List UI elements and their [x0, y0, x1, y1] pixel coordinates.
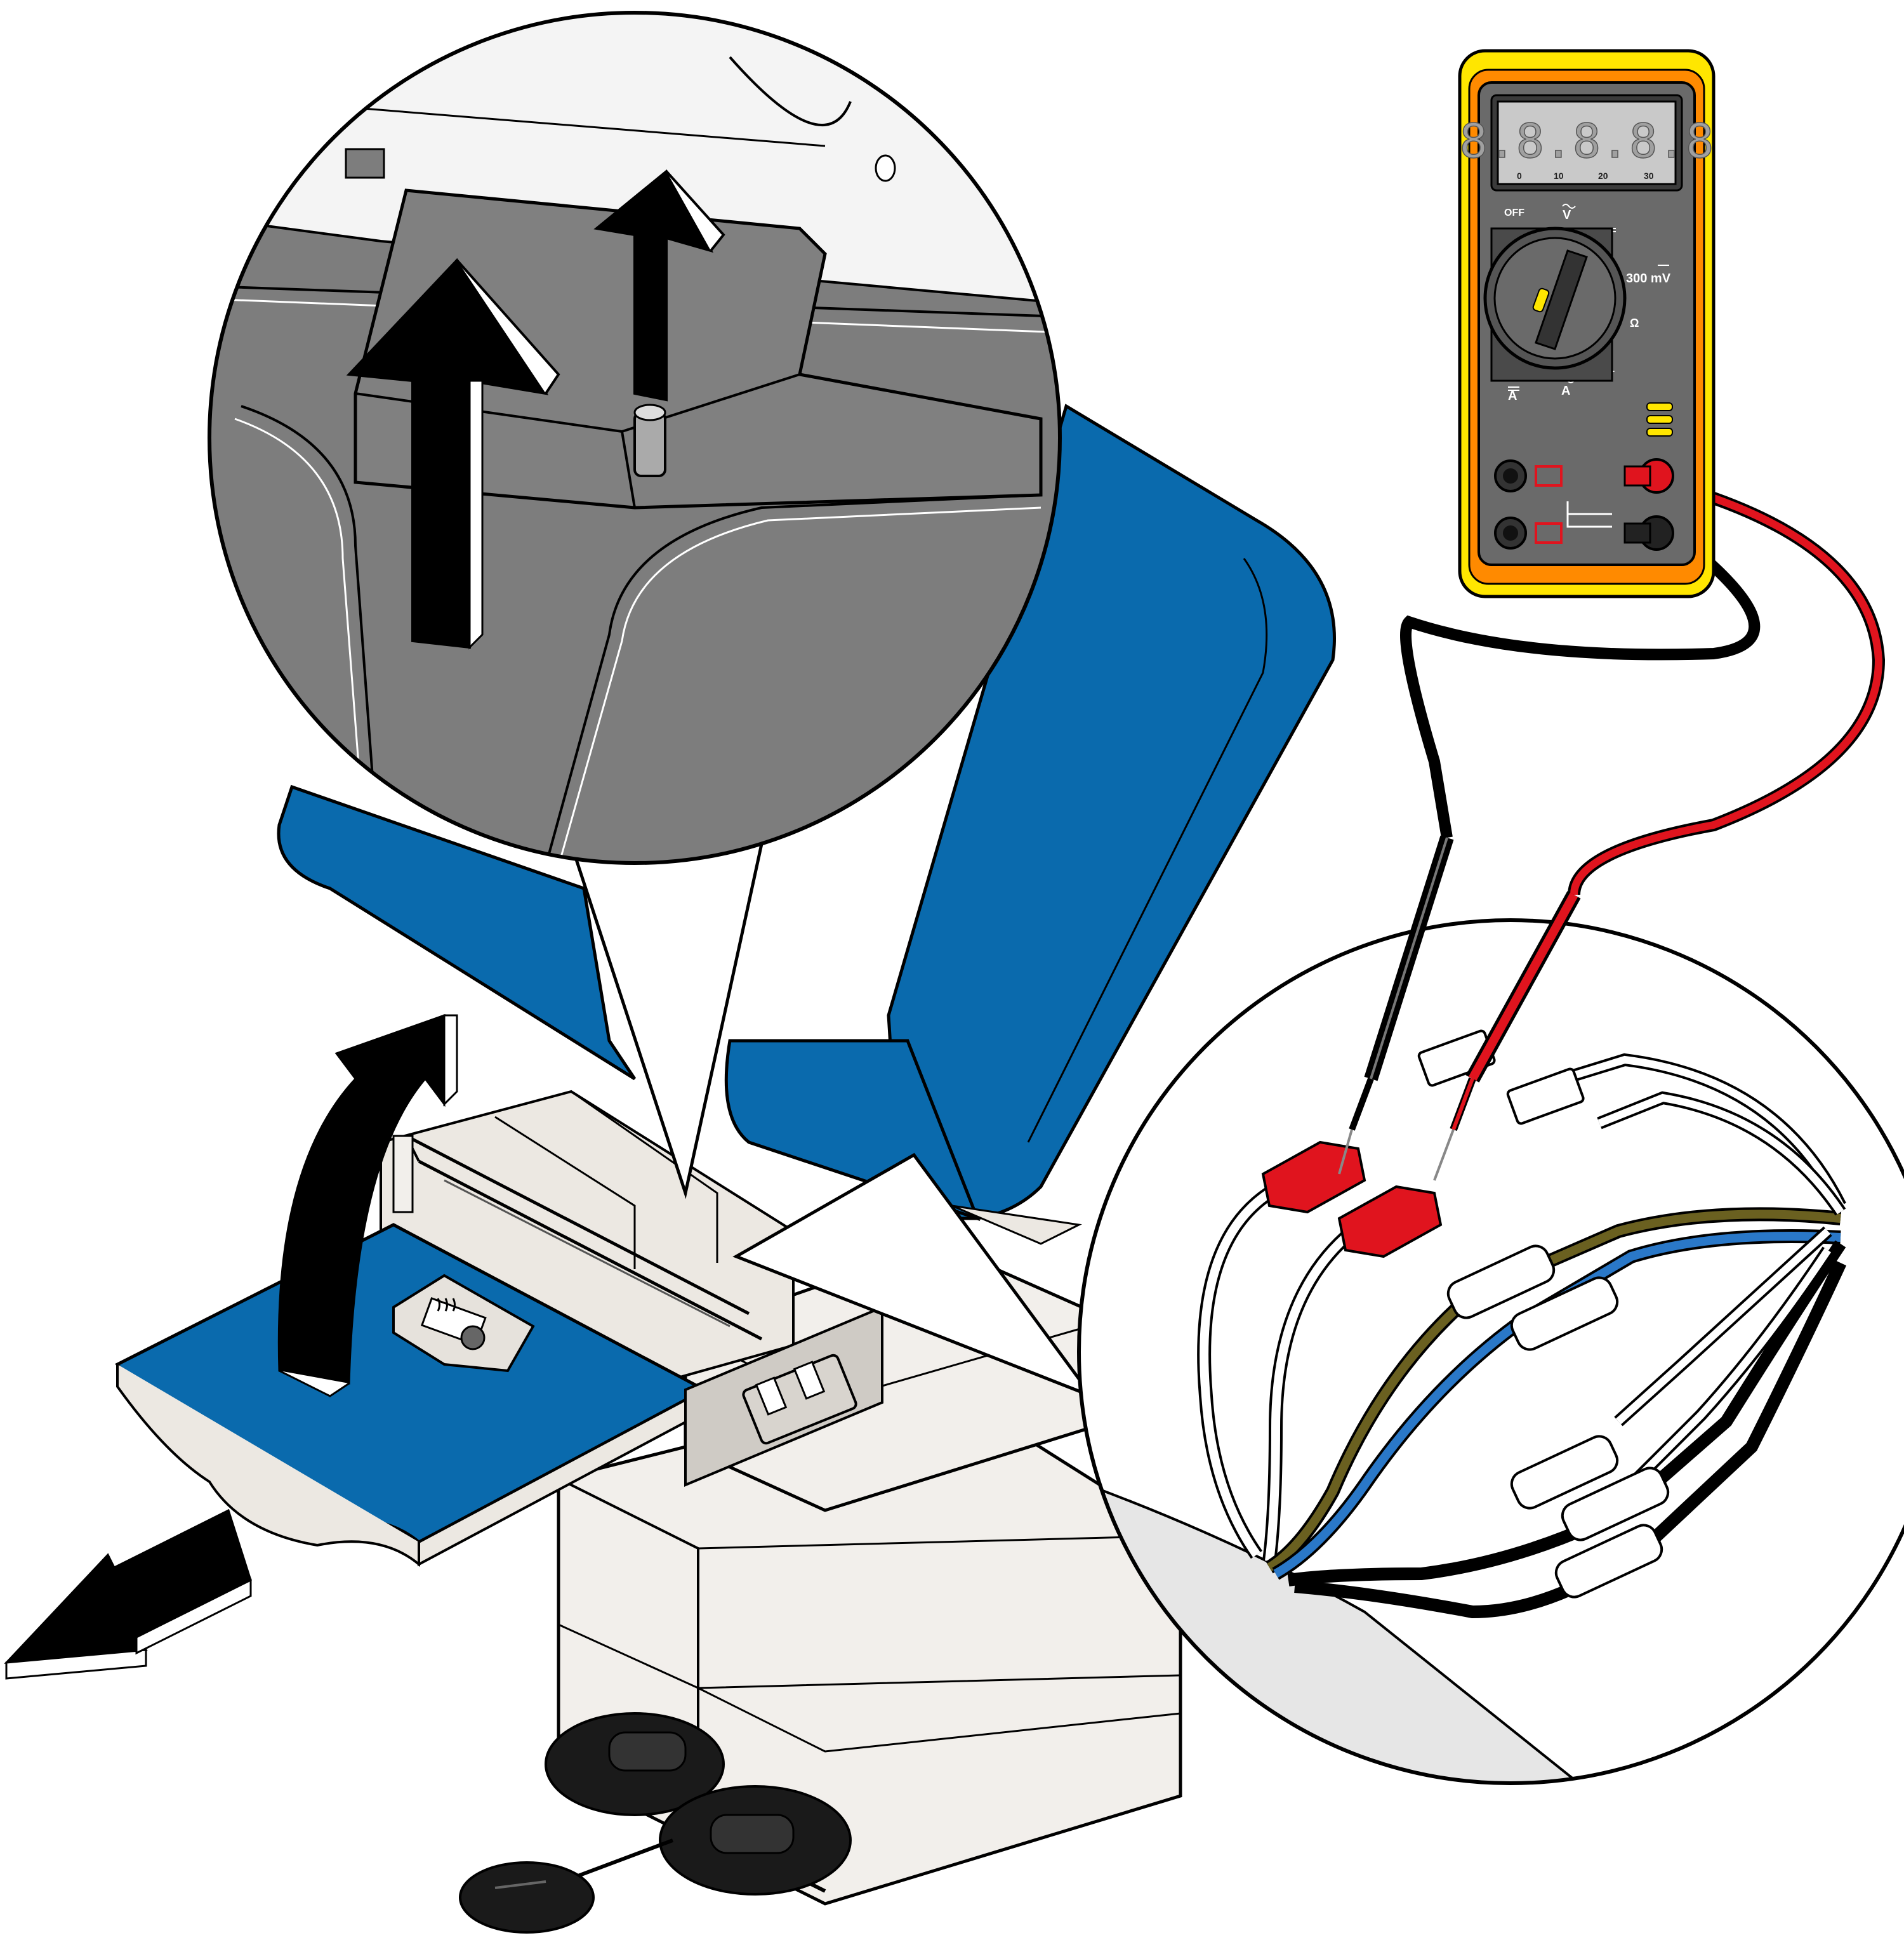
arrow-up-large-icon	[346, 258, 560, 650]
arrow-out-icon	[4, 1508, 252, 1680]
zoom-callout-pointer-icon	[732, 1152, 1097, 1400]
bargraph-tick: 0	[1517, 171, 1522, 181]
bargraph-tick: 10	[1554, 171, 1564, 181]
arrow-up-small-icon	[593, 169, 725, 402]
dial-label-ohm: Ω	[1630, 317, 1639, 329]
input-jacks	[1494, 458, 1674, 551]
zoom-callout-top	[208, 11, 1062, 1199]
selector-pointer	[1532, 287, 1550, 313]
screw	[633, 404, 666, 477]
dial-label-v-ac: V	[1563, 208, 1571, 222]
zoom-callout-wiring	[732, 918, 1904, 1785]
arrow-curved-up-icon	[277, 1013, 458, 1397]
dial-label-a-dc: A	[1508, 389, 1517, 403]
hand-control	[459, 1838, 674, 1934]
meter-readout: 8.8.8.8.8	[1460, 114, 1714, 169]
dial-label-mv: 300 mV	[1626, 272, 1671, 286]
rotary-selector	[1483, 227, 1627, 382]
foot-pedal	[545, 1712, 852, 1896]
bargraph-tick: 20	[1598, 171, 1608, 181]
heat-symbol-icon	[437, 1298, 456, 1312]
footrest-tray	[115, 1223, 708, 1567]
dial-label-off: OFF	[1504, 208, 1524, 218]
bargraph-tick: 30	[1644, 171, 1654, 181]
chair-base	[459, 1242, 1182, 1934]
multimeter: 8.8.8.8.8 0 10 20 30 OFF V V 300 mV Ω ·)…	[1458, 49, 1716, 598]
red-spade-terminals	[1261, 1140, 1443, 1258]
meter-display: 8.8.8.8.8 0 10 20 30	[1459, 94, 1714, 192]
bargraph: 0 10 20 30	[1517, 171, 1654, 181]
seat-cushion	[277, 784, 637, 1081]
footrest-heat-switch	[392, 1274, 535, 1373]
wire-connectors	[1417, 1029, 1670, 1599]
dial-label-a-ac: A	[1561, 384, 1570, 398]
outlet-panel	[684, 1305, 883, 1487]
test-leads	[1338, 476, 1886, 1181]
